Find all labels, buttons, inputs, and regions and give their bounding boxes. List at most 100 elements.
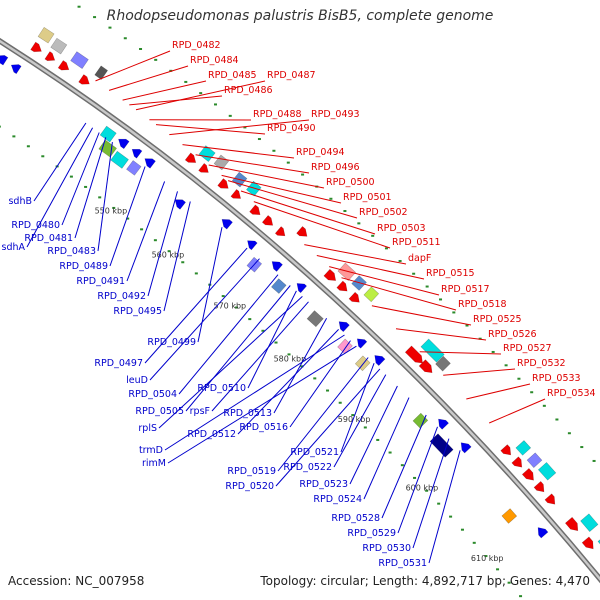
forward-gene-label: RPD_0493 [311, 109, 360, 120]
forward-gene-label-leader [108, 65, 189, 91]
track-dot [98, 196, 102, 199]
reverse-gene [99, 125, 117, 143]
track-dot [214, 103, 218, 106]
reverse-gene-label-leader [33, 122, 87, 202]
track-dot [504, 364, 508, 367]
reverse-gene-label: RPD_0480 [11, 220, 60, 231]
forward-gene [30, 41, 42, 53]
track-dot [326, 389, 330, 392]
forward-gene [198, 163, 209, 173]
track-dot [413, 476, 417, 479]
track-dot [248, 318, 252, 321]
reverse-gene-label: rimM [142, 458, 166, 469]
track-dot [484, 555, 488, 558]
forward-gene-label: dapF [408, 253, 431, 264]
forward-gene [420, 338, 445, 363]
track-dot [357, 222, 361, 225]
forward-gene [44, 51, 56, 61]
track-dot [460, 528, 464, 531]
reverse-gene-label-leader [289, 340, 351, 428]
reverse-gene-label: leuD [126, 375, 148, 386]
forward-gene [94, 65, 108, 80]
forward-gene [337, 262, 357, 281]
forward-gene [296, 226, 308, 237]
forward-gene-label: RPD_0517 [441, 284, 490, 295]
track-dot [496, 568, 500, 571]
forward-gene-label: RPD_0532 [517, 358, 566, 369]
track-dot [439, 298, 443, 301]
track-dot [351, 414, 355, 417]
track-dot [108, 26, 112, 29]
reverse-gene-label: rpsF [190, 406, 210, 417]
forward-gene-label: RPD_0518 [458, 299, 507, 310]
reverse-gene-label-leader [178, 274, 279, 395]
track-dot [329, 197, 333, 200]
forward-gene [521, 467, 534, 481]
track-dot [452, 311, 456, 314]
reverse-gene-label-leader [164, 334, 345, 451]
reverse-gene-label-leader [275, 368, 381, 487]
reverse-gene-label-leader [349, 385, 398, 485]
reverse-gene-label: RPD_0516 [239, 422, 288, 433]
forward-gene-label-leader [419, 351, 502, 355]
reverse-gene-label: RPD_0530 [362, 543, 411, 554]
track-dot [123, 37, 127, 40]
forward-gene [564, 516, 579, 532]
forward-gene-label-leader [341, 277, 457, 311]
kbp-tick-label: 610 kbp [471, 554, 504, 563]
reverse-gene-label-leader [237, 329, 339, 435]
track-dot [194, 272, 198, 275]
track-dot [243, 126, 247, 129]
reverse-gene-label: RPD_0497 [94, 358, 143, 369]
forward-gene-label: RPD_0501 [343, 192, 392, 203]
forward-gene-label-leader [169, 119, 310, 136]
reverse-gene-label: RPD_0524 [313, 494, 362, 505]
track-dot [287, 353, 291, 356]
track-dot [184, 80, 188, 83]
reverse-gene-label: RPD_0512 [187, 429, 236, 440]
forward-gene-label: RPD_0534 [547, 388, 596, 399]
forward-gene-label: RPD_0526 [488, 329, 537, 340]
reverse-gene-label-leader [412, 438, 450, 549]
kbp-tick-label: 550 kbp [95, 207, 128, 216]
kbp-tick-label: 600 kbp [406, 483, 439, 492]
reverse-gene-label: RPD_0521 [290, 447, 339, 458]
reverse-gene [10, 64, 22, 75]
forward-gene-label-leader [122, 80, 207, 101]
forward-gene [57, 60, 70, 71]
forward-gene [230, 189, 242, 199]
forward-gene [363, 286, 380, 303]
reverse-gene [247, 240, 258, 251]
reverse-gene [537, 527, 549, 539]
forward-gene-label: RPD_0503 [377, 223, 426, 234]
track-dot [313, 377, 317, 380]
track-dot [437, 502, 441, 505]
forward-gene [50, 37, 68, 55]
track-dot [181, 261, 185, 264]
track-dot [507, 581, 511, 584]
reverse-gene-label-leader [428, 450, 461, 564]
track-dot [592, 459, 596, 462]
genome-stats: Topology: circular; Length: 4,892,717 bp… [260, 574, 590, 588]
reverse-gene [438, 418, 449, 430]
track-dot [300, 365, 304, 368]
track-dot [235, 306, 239, 309]
forward-gene [581, 536, 594, 550]
forward-gene [404, 345, 423, 364]
reverse-gene-label: sdhA [2, 242, 26, 253]
forward-gene [544, 493, 556, 505]
forward-gene-label: RPD_0502 [359, 207, 408, 218]
forward-gene-label-leader [155, 124, 266, 135]
reverse-gene-label: RPD_0528 [331, 513, 380, 524]
reverse-gene-label: RPD_0491 [76, 276, 125, 287]
forward-gene-label-leader [316, 255, 425, 280]
reverse-gene [131, 148, 143, 159]
reverse-gene-label-leader [109, 166, 146, 267]
forward-gene-label: RPD_0496 [311, 162, 360, 173]
reverse-gene [374, 355, 386, 366]
reverse-gene-label-leader [126, 181, 166, 282]
track-dot [412, 272, 416, 275]
reverse-gene-label: RPD_0505 [135, 406, 184, 417]
reverse-gene-label-leader [381, 414, 427, 519]
track-dot [112, 206, 116, 209]
